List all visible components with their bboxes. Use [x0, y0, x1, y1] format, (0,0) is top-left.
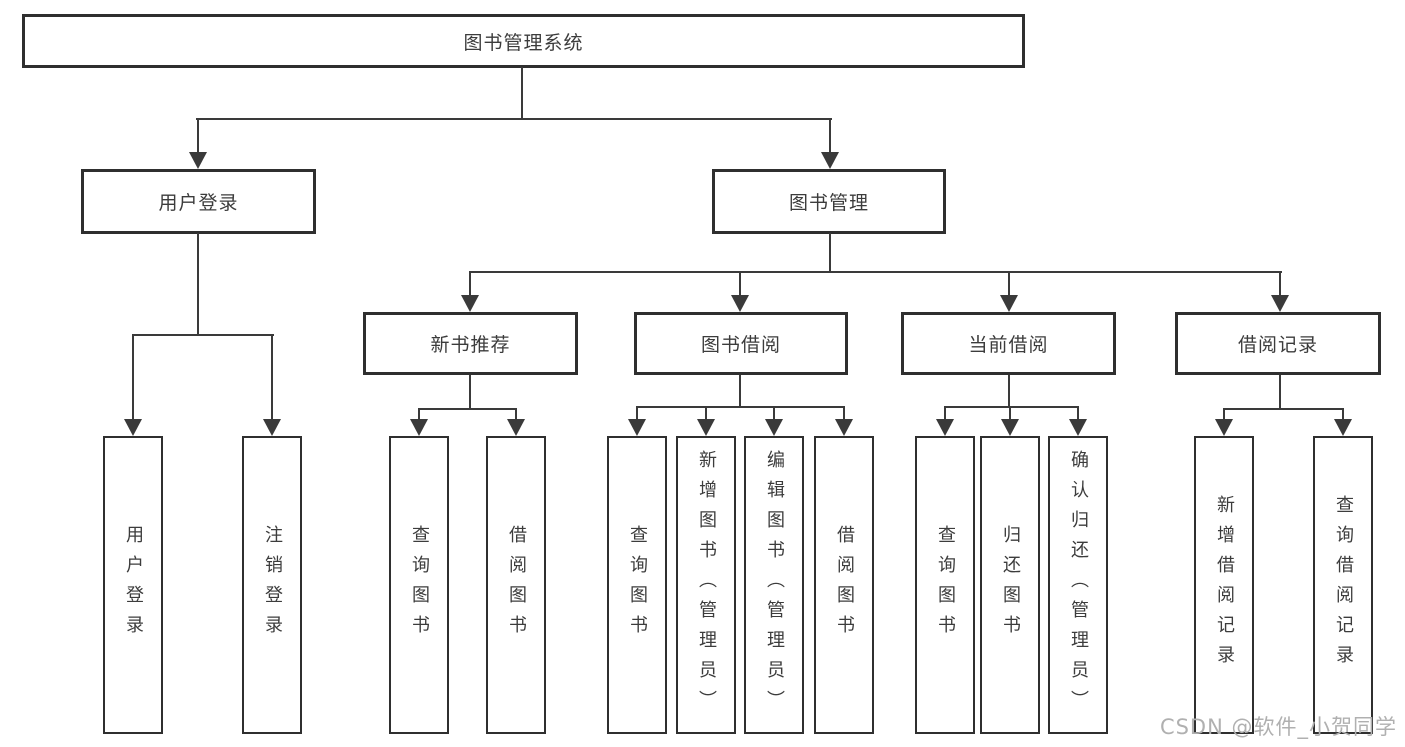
leaf-query-books-3: 查询图书 [915, 436, 975, 734]
leaf-logout: 注销登录 [242, 436, 302, 734]
node-book-management: 图书管理 [712, 169, 946, 234]
node-book-management-label: 图书管理 [788, 192, 869, 214]
leaf-user-login: 用户登录 [103, 436, 163, 734]
leaf-edit-books-admin: 编辑图书（管理员） [744, 436, 804, 734]
connector-drop-new-book-recommend [469, 271, 471, 297]
connector-drop-add-record [1223, 408, 1225, 421]
arrow-down-icon [1069, 419, 1087, 436]
connector-book-borrow-rail [636, 406, 845, 408]
leaf-query-books-2: 查询图书 [607, 436, 667, 734]
connector-drop-confirm-return [1077, 406, 1079, 421]
connector-drop-book-borrow [739, 271, 741, 297]
node-book-borrow: 图书借阅 [634, 312, 848, 375]
arrow-down-icon [263, 419, 281, 436]
leaf-borrow-books-2: 借阅图书 [814, 436, 874, 734]
node-new-book-recommend-label: 新书推荐 [430, 334, 511, 356]
arrow-down-icon [1215, 419, 1233, 436]
connector-root-trunk [521, 67, 523, 120]
arrow-down-icon [124, 419, 142, 436]
connector-drop-leaf-user-login [132, 334, 134, 420]
node-library-system: 图书管理系统 [22, 14, 1025, 68]
connector-drop-leaf-logout [271, 334, 273, 420]
arrow-down-icon [1271, 295, 1289, 312]
connector-level2-rail [196, 118, 832, 120]
connector-borrow-records-stub [1279, 375, 1281, 410]
node-book-borrow-label: 图书借阅 [700, 334, 781, 356]
leaf-query-books-2-label: 查询图书 [627, 525, 648, 645]
leaf-add-books-admin: 新增图书（管理员） [676, 436, 736, 734]
connector-drop-query-books-3 [944, 406, 946, 421]
arrow-down-icon [697, 419, 715, 436]
node-user-login-label: 用户登录 [158, 192, 239, 214]
leaf-borrow-books-1: 借阅图书 [486, 436, 546, 734]
connector-new-book-rail [418, 408, 517, 410]
leaf-return-books-label: 归还图书 [1000, 525, 1021, 645]
connector-drop-query-record [1342, 408, 1344, 421]
connector-drop-query-books-1 [418, 408, 420, 421]
leaf-add-books-admin-label: 新增图书（管理员） [696, 450, 717, 720]
leaf-confirm-return-admin-label: 确认归还（管理员） [1068, 450, 1089, 720]
node-borrow-records-label: 借阅记录 [1237, 334, 1318, 356]
leaf-borrow-books-1-label: 借阅图书 [506, 525, 527, 645]
arrow-down-icon [835, 419, 853, 436]
connector-book-borrow-stub [739, 375, 741, 408]
connector-borrow-records-rail [1223, 408, 1344, 410]
connector-drop-current-borrow [1008, 271, 1010, 297]
leaf-confirm-return-admin: 确认归还（管理员） [1048, 436, 1108, 734]
connector-user-login-stub [197, 233, 199, 336]
leaf-user-login-label: 用户登录 [123, 525, 144, 645]
connector-book-management-stub [829, 233, 831, 272]
arrow-down-icon [936, 419, 954, 436]
arrow-down-icon [1001, 419, 1019, 436]
connector-level3-rail [469, 271, 1282, 273]
node-user-login: 用户登录 [81, 169, 316, 234]
csdn-watermark: CSDN @软件_小贺同学 [1159, 715, 1397, 739]
arrow-down-icon [731, 295, 749, 312]
arrow-down-icon [765, 419, 783, 436]
leaf-return-books: 归还图书 [980, 436, 1040, 734]
connector-current-borrow-rail [944, 406, 1079, 408]
arrow-down-icon [461, 295, 479, 312]
connector-user-login-rail [132, 334, 274, 336]
leaf-add-borrow-record-label: 新增借阅记录 [1214, 495, 1235, 675]
leaf-logout-label: 注销登录 [262, 525, 283, 645]
arrow-down-icon [628, 419, 646, 436]
leaf-query-borrow-record: 查询借阅记录 [1313, 436, 1373, 734]
connector-drop-user-login [197, 118, 199, 154]
leaf-query-books-1: 查询图书 [389, 436, 449, 734]
arrow-down-icon [1000, 295, 1018, 312]
connector-drop-query-books-2 [636, 406, 638, 421]
arrow-down-icon [1334, 419, 1352, 436]
connector-drop-borrow-books-2 [843, 406, 845, 421]
leaf-edit-books-admin-label: 编辑图书（管理员） [764, 450, 785, 720]
connector-drop-book-management [829, 118, 831, 154]
leaf-query-books-1-label: 查询图书 [409, 525, 430, 645]
leaf-borrow-books-2-label: 借阅图书 [834, 525, 855, 645]
node-borrow-records: 借阅记录 [1175, 312, 1381, 375]
connector-drop-borrow-books-1 [515, 408, 517, 421]
node-current-borrow: 当前借阅 [901, 312, 1116, 375]
connector-drop-edit-books [773, 406, 775, 421]
leaf-query-books-3-label: 查询图书 [935, 525, 956, 645]
connector-drop-return-books [1009, 406, 1011, 421]
arrow-down-icon [821, 152, 839, 169]
node-new-book-recommend: 新书推荐 [363, 312, 578, 375]
node-library-system-label: 图书管理系统 [463, 31, 584, 54]
connector-current-borrow-stub [1008, 375, 1010, 408]
arrow-down-icon [189, 152, 207, 169]
connector-drop-add-books [705, 406, 707, 421]
connector-new-book-stub [469, 375, 471, 410]
leaf-query-borrow-record-label: 查询借阅记录 [1333, 495, 1354, 675]
connector-drop-borrow-records [1279, 271, 1281, 297]
leaf-add-borrow-record: 新增借阅记录 [1194, 436, 1254, 734]
arrow-down-icon [410, 419, 428, 436]
arrow-down-icon [507, 419, 525, 436]
node-current-borrow-label: 当前借阅 [968, 334, 1049, 356]
